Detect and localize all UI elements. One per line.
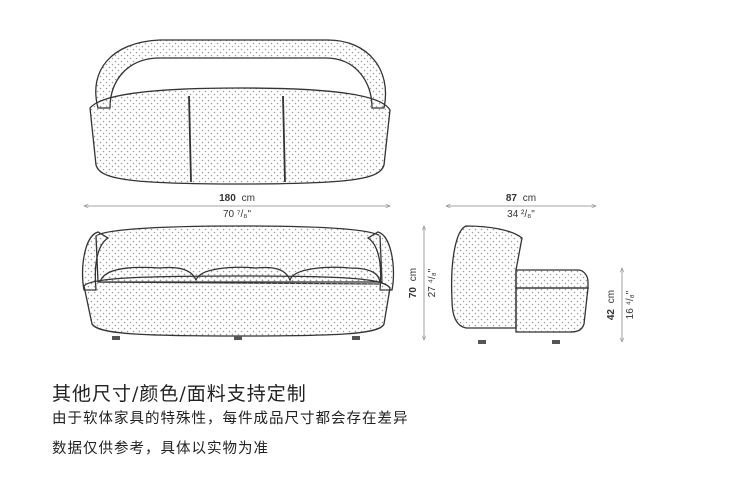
width-dimension: 180 cm 70 ⁷/₈" [84, 193, 390, 220]
height-cm-value: 70 [408, 287, 419, 299]
side-view [450, 225, 589, 333]
depth-cm-value: 87 [506, 193, 518, 204]
front-view [81, 225, 395, 337]
notes-block: 其他尺寸/颜色/面料支持定制 由于软体家具的特殊性，每件成品尺寸都会存在差异 数… [52, 383, 732, 460]
height-inch-value: 27 ⁴/₈" [427, 268, 438, 297]
variance-note: 由于软体家具的特殊性，每件成品尺寸都会存在差异 [52, 411, 409, 427]
svg-text:42 cm: 42 cm [606, 290, 617, 320]
seat-height-inch-value: 16 ⁴/₈" [625, 290, 636, 319]
svg-text:180 cm: 180 cm [219, 193, 255, 204]
width-cm-value: 180 [219, 193, 236, 204]
front-view-feet [112, 336, 360, 340]
svg-text:70 cm: 70 cm [408, 268, 419, 298]
svg-text:87 cm: 87 cm [506, 193, 536, 204]
seat-height-cm-unit: cm [606, 290, 617, 303]
depth-dimension: 87 cm 34 ²/₈" [446, 193, 596, 220]
height-dimension: 70 cm 27 ⁴/₈" [408, 226, 438, 340]
depth-cm-unit: cm [523, 193, 536, 204]
seat-height-cm-value: 42 [606, 309, 617, 321]
depth-inch-value: 34 ²/₈" [507, 209, 535, 220]
sofa-technical-drawing: 180 cm 70 ⁷/₈" 70 cm 27 ⁴/₈" 87 [81, 39, 636, 344]
width-inch-value: 70 ⁷/₈" [223, 209, 251, 220]
width-cm-unit: cm [242, 193, 255, 204]
reference-note: 数据仅供参考，具体以实物为准 [52, 441, 269, 457]
side-view-feet [478, 340, 560, 344]
seat-height-dimension: 42 cm 16 ⁴/₈" [606, 268, 636, 342]
top-view [89, 39, 391, 185]
height-cm-unit: cm [408, 268, 419, 281]
customization-note: 其他尺寸/颜色/面料支持定制 [52, 383, 307, 405]
